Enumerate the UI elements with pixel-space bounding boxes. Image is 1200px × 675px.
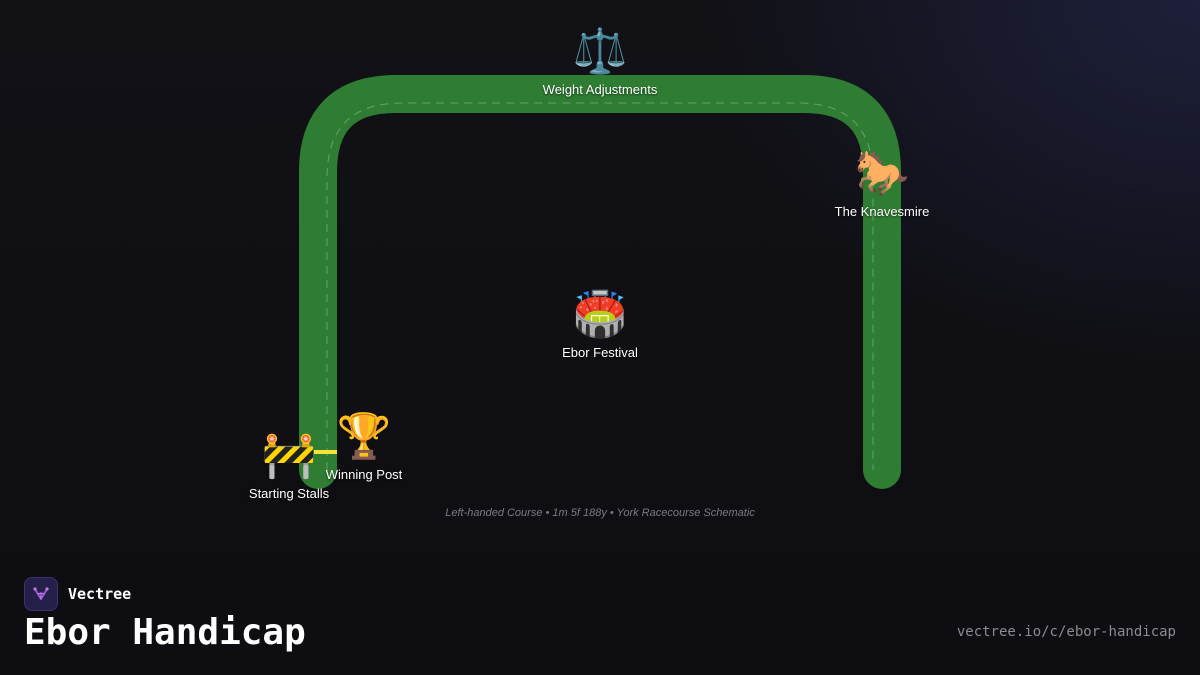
trophy-icon: 🏆	[336, 411, 392, 462]
marker-label: The Knavesmire	[834, 204, 930, 219]
page-title: Ebor Handicap	[24, 612, 306, 653]
brand-name: Vectree	[68, 585, 132, 603]
marker-weight-adjustments: ⚖️ Weight Adjustments	[542, 26, 658, 98]
marker-label: Weight Adjustments	[542, 82, 658, 97]
race-track	[299, 75, 901, 489]
marker-label: Starting Stalls	[248, 486, 330, 501]
horse-icon: 🐎	[854, 148, 910, 199]
marker-the-knavesmire: 🐎 The Knavesmire	[834, 148, 930, 220]
track-centerline	[326, 102, 874, 470]
marker-label: Ebor Festival	[562, 345, 638, 360]
scales-icon: ⚖️	[572, 26, 628, 77]
marker-label: Winning Post	[325, 467, 403, 482]
course-caption: Left-handed Course • 1m 5f 188y • York R…	[445, 507, 755, 519]
marker-winning-post: 🏆 Winning Post	[325, 411, 403, 483]
stadium-icon: 🏟️	[572, 289, 628, 340]
marker-ebor-festival: 🏟️ Ebor Festival	[562, 289, 638, 361]
barrier-icon: 🚧	[261, 430, 317, 481]
marker-starting-stalls: 🚧 Starting Stalls	[248, 430, 330, 502]
page-url[interactable]: vectree.io/c/ebor-handicap	[956, 624, 1176, 640]
vectree-logo-icon	[24, 577, 58, 611]
brand[interactable]: Vectree	[24, 577, 131, 611]
